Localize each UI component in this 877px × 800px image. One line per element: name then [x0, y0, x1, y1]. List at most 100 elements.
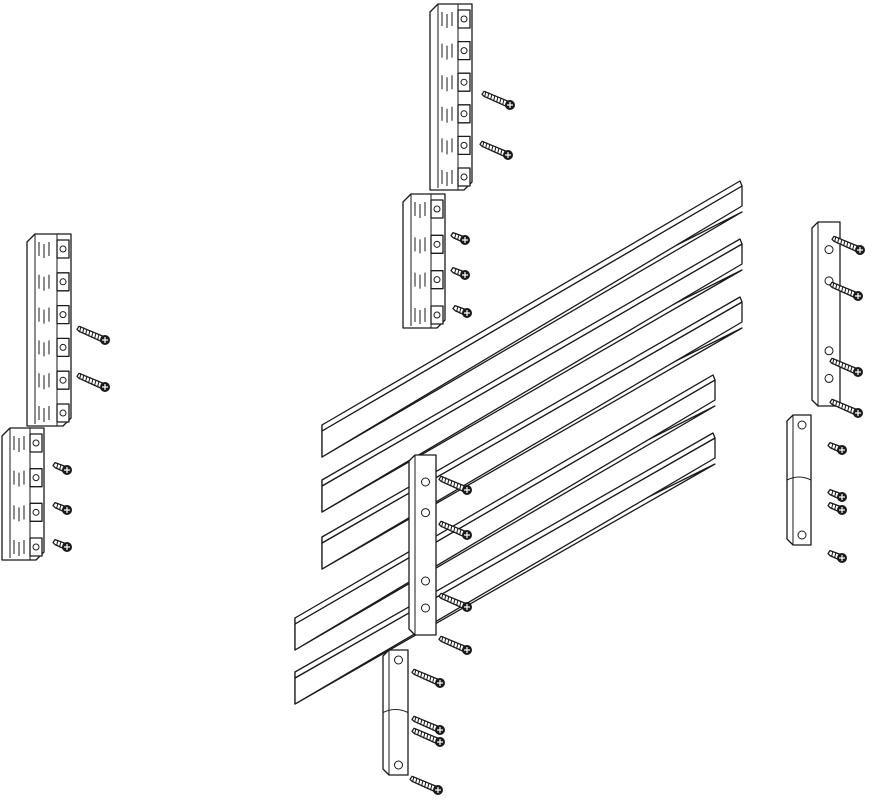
screw-cross-icon	[437, 739, 443, 745]
busbar-top-face	[321, 238, 743, 487]
screw-thread	[427, 782, 430, 790]
screw-thread	[59, 504, 62, 511]
busbar-holder-top-slot	[457, 72, 471, 92]
screw-cross-icon	[64, 467, 70, 473]
screw-thread	[493, 95, 496, 102]
screw	[411, 668, 445, 688]
screw-thread	[85, 328, 88, 336]
busbar-holder-left-teeth	[38, 242, 50, 258]
screw-thread	[834, 552, 837, 559]
screw-cross-icon	[505, 152, 511, 158]
screw-thread	[454, 232, 457, 240]
busbar-holder-left	[26, 233, 72, 427]
screw-thread	[834, 236, 837, 243]
screw-thread	[482, 141, 485, 148]
screw	[52, 538, 72, 552]
parts-group	[1, 3, 841, 776]
clip-rail-center	[382, 649, 409, 776]
screw-cross-icon	[855, 293, 861, 299]
busbar-holder-left-slot	[56, 239, 70, 259]
screw-thread	[441, 521, 444, 528]
screw	[76, 372, 110, 392]
screw-thread	[441, 636, 444, 643]
screw-thread	[832, 358, 835, 365]
screw-thread	[421, 780, 424, 787]
screw-thread	[420, 718, 423, 726]
small-holder-left-teeth	[13, 470, 25, 487]
screw-thread	[459, 307, 462, 314]
screw	[76, 325, 110, 345]
screw-thread	[423, 732, 426, 739]
busbar-holder-top-teeth	[441, 170, 453, 186]
screw-thread	[426, 733, 429, 740]
screw-thread	[424, 781, 427, 788]
screw-thread	[414, 669, 417, 676]
small-holder-left-teeth	[13, 540, 25, 556]
screw-thread	[491, 145, 494, 152]
screw-thread	[490, 93, 493, 101]
screw-thread	[841, 286, 844, 293]
clip-rail-center-body	[382, 649, 409, 776]
busbar-holder-left-slot	[56, 403, 70, 423]
clip-rail-right-hole	[797, 420, 807, 430]
screw-cross-icon	[64, 544, 70, 550]
busbar-holder-top-slot	[457, 135, 471, 156]
screw-thread	[852, 244, 855, 251]
screw-thread	[56, 539, 59, 547]
screw-thread	[456, 305, 459, 313]
screw-thread	[456, 599, 459, 607]
screw-thread	[454, 267, 457, 275]
screw-thread	[88, 377, 91, 384]
screw-thread	[426, 721, 429, 728]
clip-rail-center-joint	[382, 709, 409, 713]
busbar-top-face	[294, 432, 716, 679]
screw-cross-icon	[437, 680, 443, 686]
screw-thread	[429, 734, 432, 742]
screw-thread	[82, 374, 85, 381]
support-rail-center	[408, 454, 437, 636]
screw-thread	[432, 724, 435, 731]
screw	[827, 488, 847, 502]
screw-thread	[457, 234, 460, 241]
screw-thread	[841, 362, 844, 369]
screw-thread	[450, 525, 453, 532]
busbar-holder-top-hole	[460, 78, 468, 86]
screw-thread	[487, 92, 490, 99]
screw-thread	[432, 677, 435, 684]
screw	[479, 140, 513, 160]
screw-thread	[846, 241, 849, 248]
small-holder-left-slot	[29, 468, 43, 488]
screw-thread	[447, 478, 450, 486]
small-holder-left-hole	[32, 508, 40, 516]
screw	[438, 592, 472, 612]
screw-thread	[94, 379, 97, 387]
busbar-holder-left-slot	[56, 370, 70, 390]
screw-thread	[500, 149, 503, 156]
support-rail-center-hole	[421, 603, 430, 613]
screw-thread	[850, 407, 853, 414]
screw-thread	[94, 332, 97, 340]
support-rail-right	[811, 221, 841, 407]
screw-cross-icon	[435, 787, 441, 793]
support-rail-right-body	[811, 221, 841, 407]
screw-cross-icon	[464, 604, 470, 610]
screw-thread	[441, 476, 444, 483]
screw-cross-icon	[857, 247, 863, 253]
screw-cross-icon	[507, 102, 513, 108]
screw	[827, 549, 847, 563]
busbar-holder-top-teeth	[441, 43, 453, 60]
screw-thread	[444, 637, 447, 644]
screw-thread	[56, 462, 59, 470]
small-holder-top-hole	[433, 240, 441, 248]
screw-cross-icon	[855, 410, 861, 416]
busbar-holder-top-slot	[457, 104, 471, 124]
busbar-holder-left-hole	[59, 376, 67, 384]
small-holder-left-teeth	[13, 436, 25, 452]
screw-cross-icon	[102, 384, 108, 390]
screw-cross-icon	[839, 494, 845, 500]
small-holder-left-slot	[29, 433, 43, 453]
screw-thread	[499, 97, 502, 105]
screw-thread	[457, 269, 460, 276]
small-holder-left-hole	[32, 439, 40, 447]
screw	[52, 501, 72, 515]
